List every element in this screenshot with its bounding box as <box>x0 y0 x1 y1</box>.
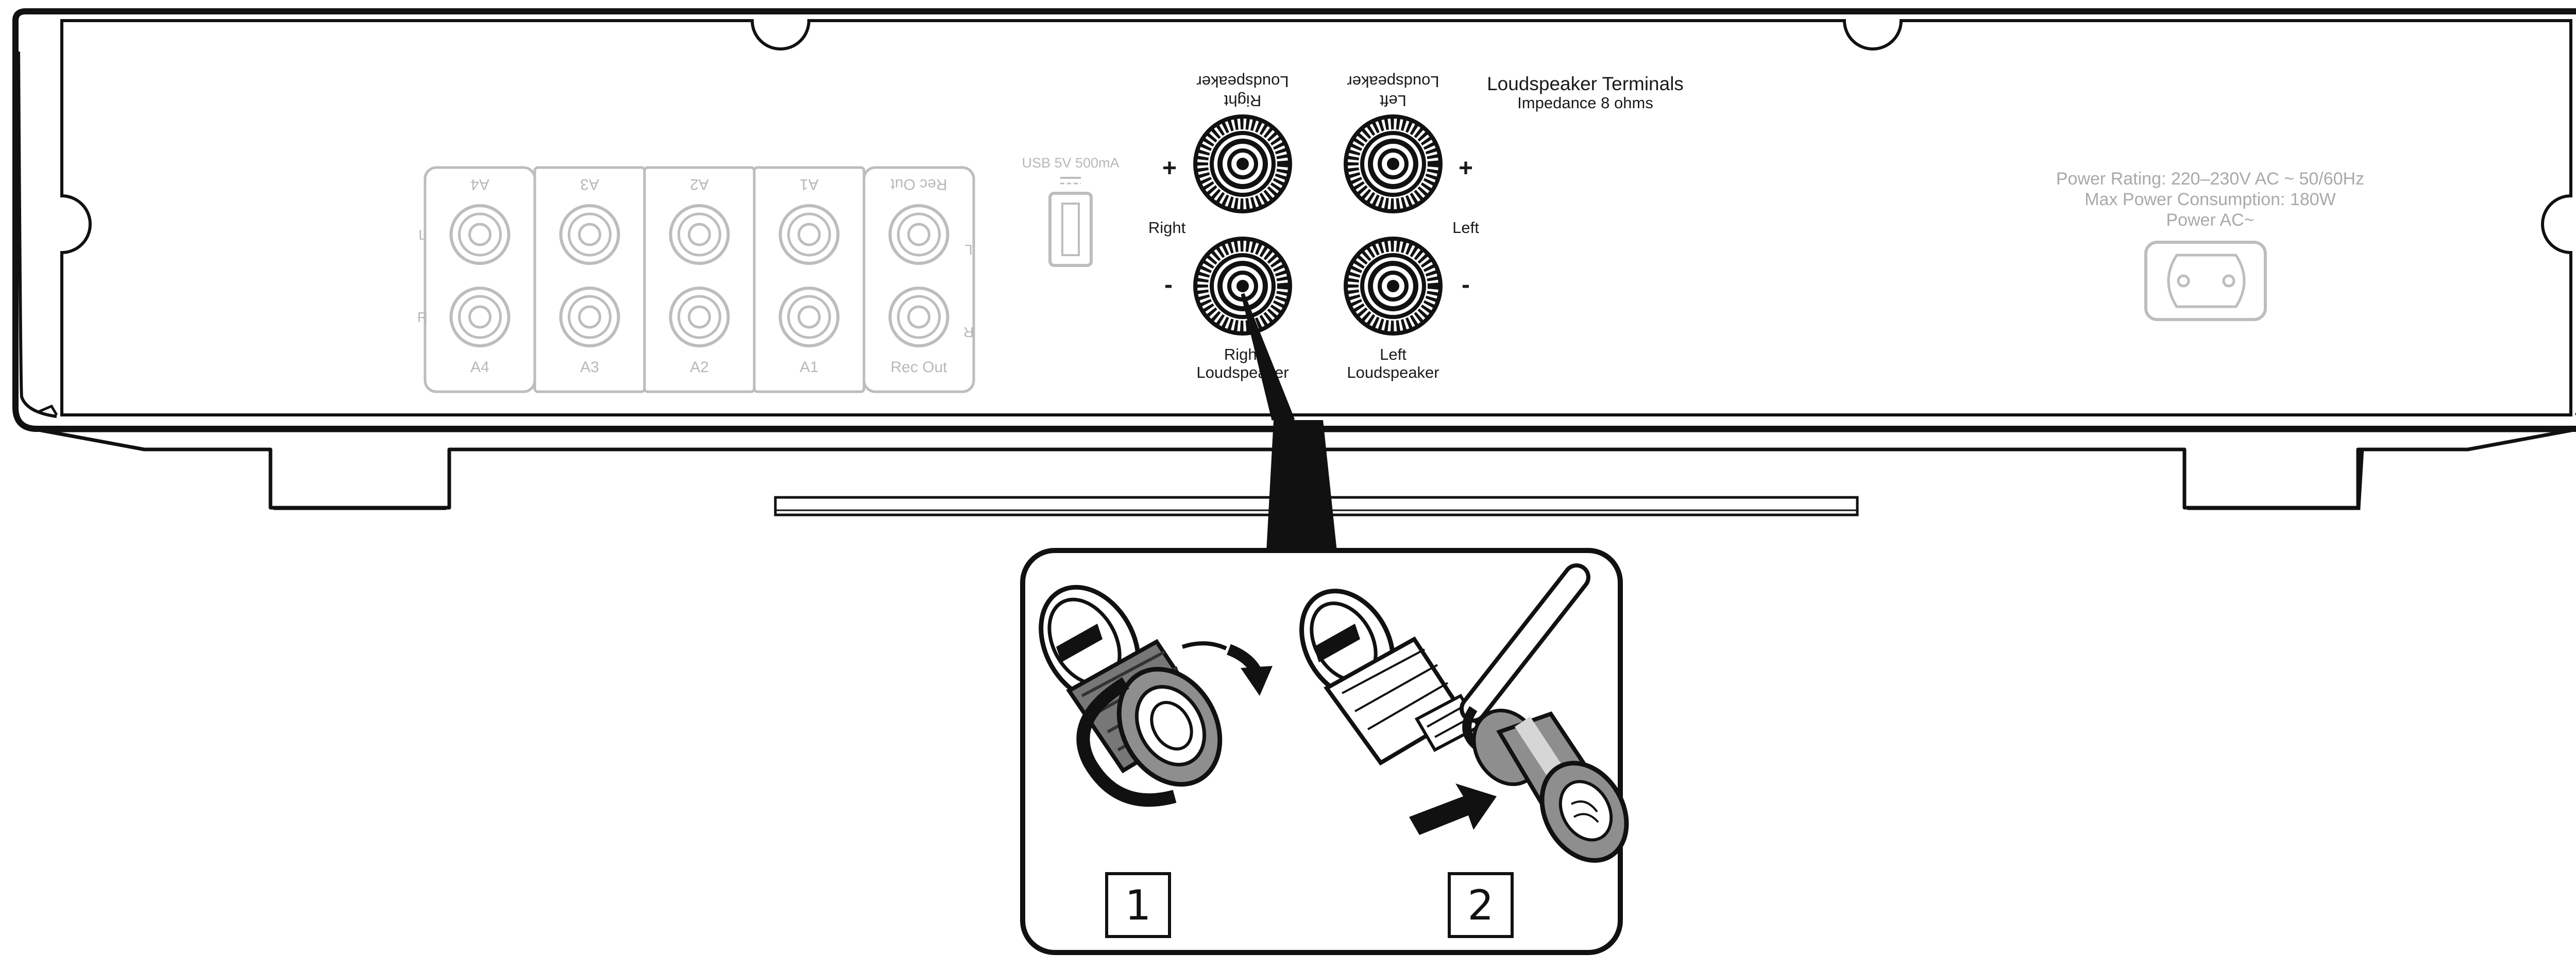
input-label-a2: A2 <box>690 359 709 376</box>
binding-post-left-negative[interactable] <box>1344 237 1443 336</box>
channel-label-right: R <box>417 309 428 325</box>
channel-label-left-mirrored: L <box>964 242 973 258</box>
plus-sign-left: + <box>1459 155 1473 182</box>
input-label-a1: A1 <box>800 359 819 376</box>
input-column-a4 <box>423 166 536 393</box>
input-label-mirrored-a3: A3 <box>580 176 599 193</box>
step2-box <box>1448 872 1514 938</box>
usb-label: USB 5V 500mA <box>1022 155 1119 171</box>
terminals-heading: Loudspeaker Terminals <box>1487 73 1684 94</box>
rca-jack-a2-left[interactable] <box>669 204 730 265</box>
loudspeaker-terminals: Loudspeaker Terminals Impedance 8 ohms R… <box>1148 73 1684 381</box>
channel-label-right-mirrored: R <box>963 324 974 340</box>
power-ac-text: Power AC~ <box>2166 210 2254 230</box>
left-speaker-top-label-line2: Loudspeaker <box>1347 73 1439 91</box>
input-label-mirrored-a2: A2 <box>690 176 709 193</box>
minus-sign-right: - <box>1164 271 1173 298</box>
right-side-label: Right <box>1148 219 1186 237</box>
usb-port-area: USB 5V 500mA <box>1022 155 1120 267</box>
step2-illustration <box>1299 563 1629 863</box>
plus-sign-right: + <box>1162 155 1177 182</box>
right-speaker-top-label-line1: Right <box>1224 92 1261 110</box>
power-section: Power Rating: 220–230V AC ~ 50/60Hz Max … <box>2056 169 2364 321</box>
callout-frame <box>1020 548 1623 955</box>
left-side-label: Left <box>1452 219 1479 237</box>
input-column-a2 <box>643 166 756 393</box>
step1-number: 1 <box>1125 881 1151 929</box>
callout-pointer <box>1241 293 1337 552</box>
step1-box <box>1105 872 1171 938</box>
input-column-a1 <box>753 166 866 393</box>
right-speaker-top-label-line2: Loudspeaker <box>1196 73 1289 91</box>
rca-jack-rec-out-left[interactable] <box>888 204 950 265</box>
step2-number: 2 <box>1468 881 1494 929</box>
rca-jack-a4-left[interactable] <box>449 204 511 265</box>
input-column-rec-out <box>862 166 975 393</box>
input-label-mirrored-a1: A1 <box>800 176 819 193</box>
input-label-a4: A4 <box>470 359 489 376</box>
left-speaker-bottom-label-line2: Loudspeaker <box>1347 363 1439 381</box>
rca-jack-a4-right[interactable] <box>449 287 511 347</box>
channel-label-left: L <box>418 227 427 243</box>
input-label-mirrored-a4: A4 <box>470 176 489 193</box>
left-speaker-bottom-label-line1: Left <box>1380 345 1406 363</box>
rca-jack-a3-left[interactable] <box>559 204 620 265</box>
rca-jack-a2-right[interactable] <box>669 287 730 347</box>
max-power-text: Max Power Consumption: 180W <box>2084 190 2336 209</box>
rca-jack-rec-out-right[interactable] <box>888 287 950 347</box>
rca-jack-a1-left[interactable] <box>778 204 840 265</box>
rca-jack-a1-right[interactable] <box>778 287 840 347</box>
step1-illustration <box>1039 584 1273 807</box>
instruction-callout: 1 2 <box>1020 548 1629 955</box>
power-rating-text: Power Rating: 220–230V AC ~ 50/60Hz <box>2056 169 2364 189</box>
input-label-a3: A3 <box>580 359 599 376</box>
input-label-mirrored-rec-out: Rec Out <box>890 176 947 193</box>
input-label-rec-out: Rec Out <box>890 359 947 376</box>
minus-sign-left: - <box>1462 271 1470 298</box>
left-speaker-top-label-line1: Left <box>1380 92 1406 110</box>
binding-post-left-positive[interactable] <box>1344 114 1443 213</box>
rca-jack-a3-right[interactable] <box>559 287 620 347</box>
binding-post-right-negative[interactable] <box>1193 237 1292 336</box>
binding-post-right-positive[interactable] <box>1193 114 1292 213</box>
input-column-a3 <box>533 166 646 393</box>
terminals-impedance: Impedance 8 ohms <box>1517 94 1653 112</box>
